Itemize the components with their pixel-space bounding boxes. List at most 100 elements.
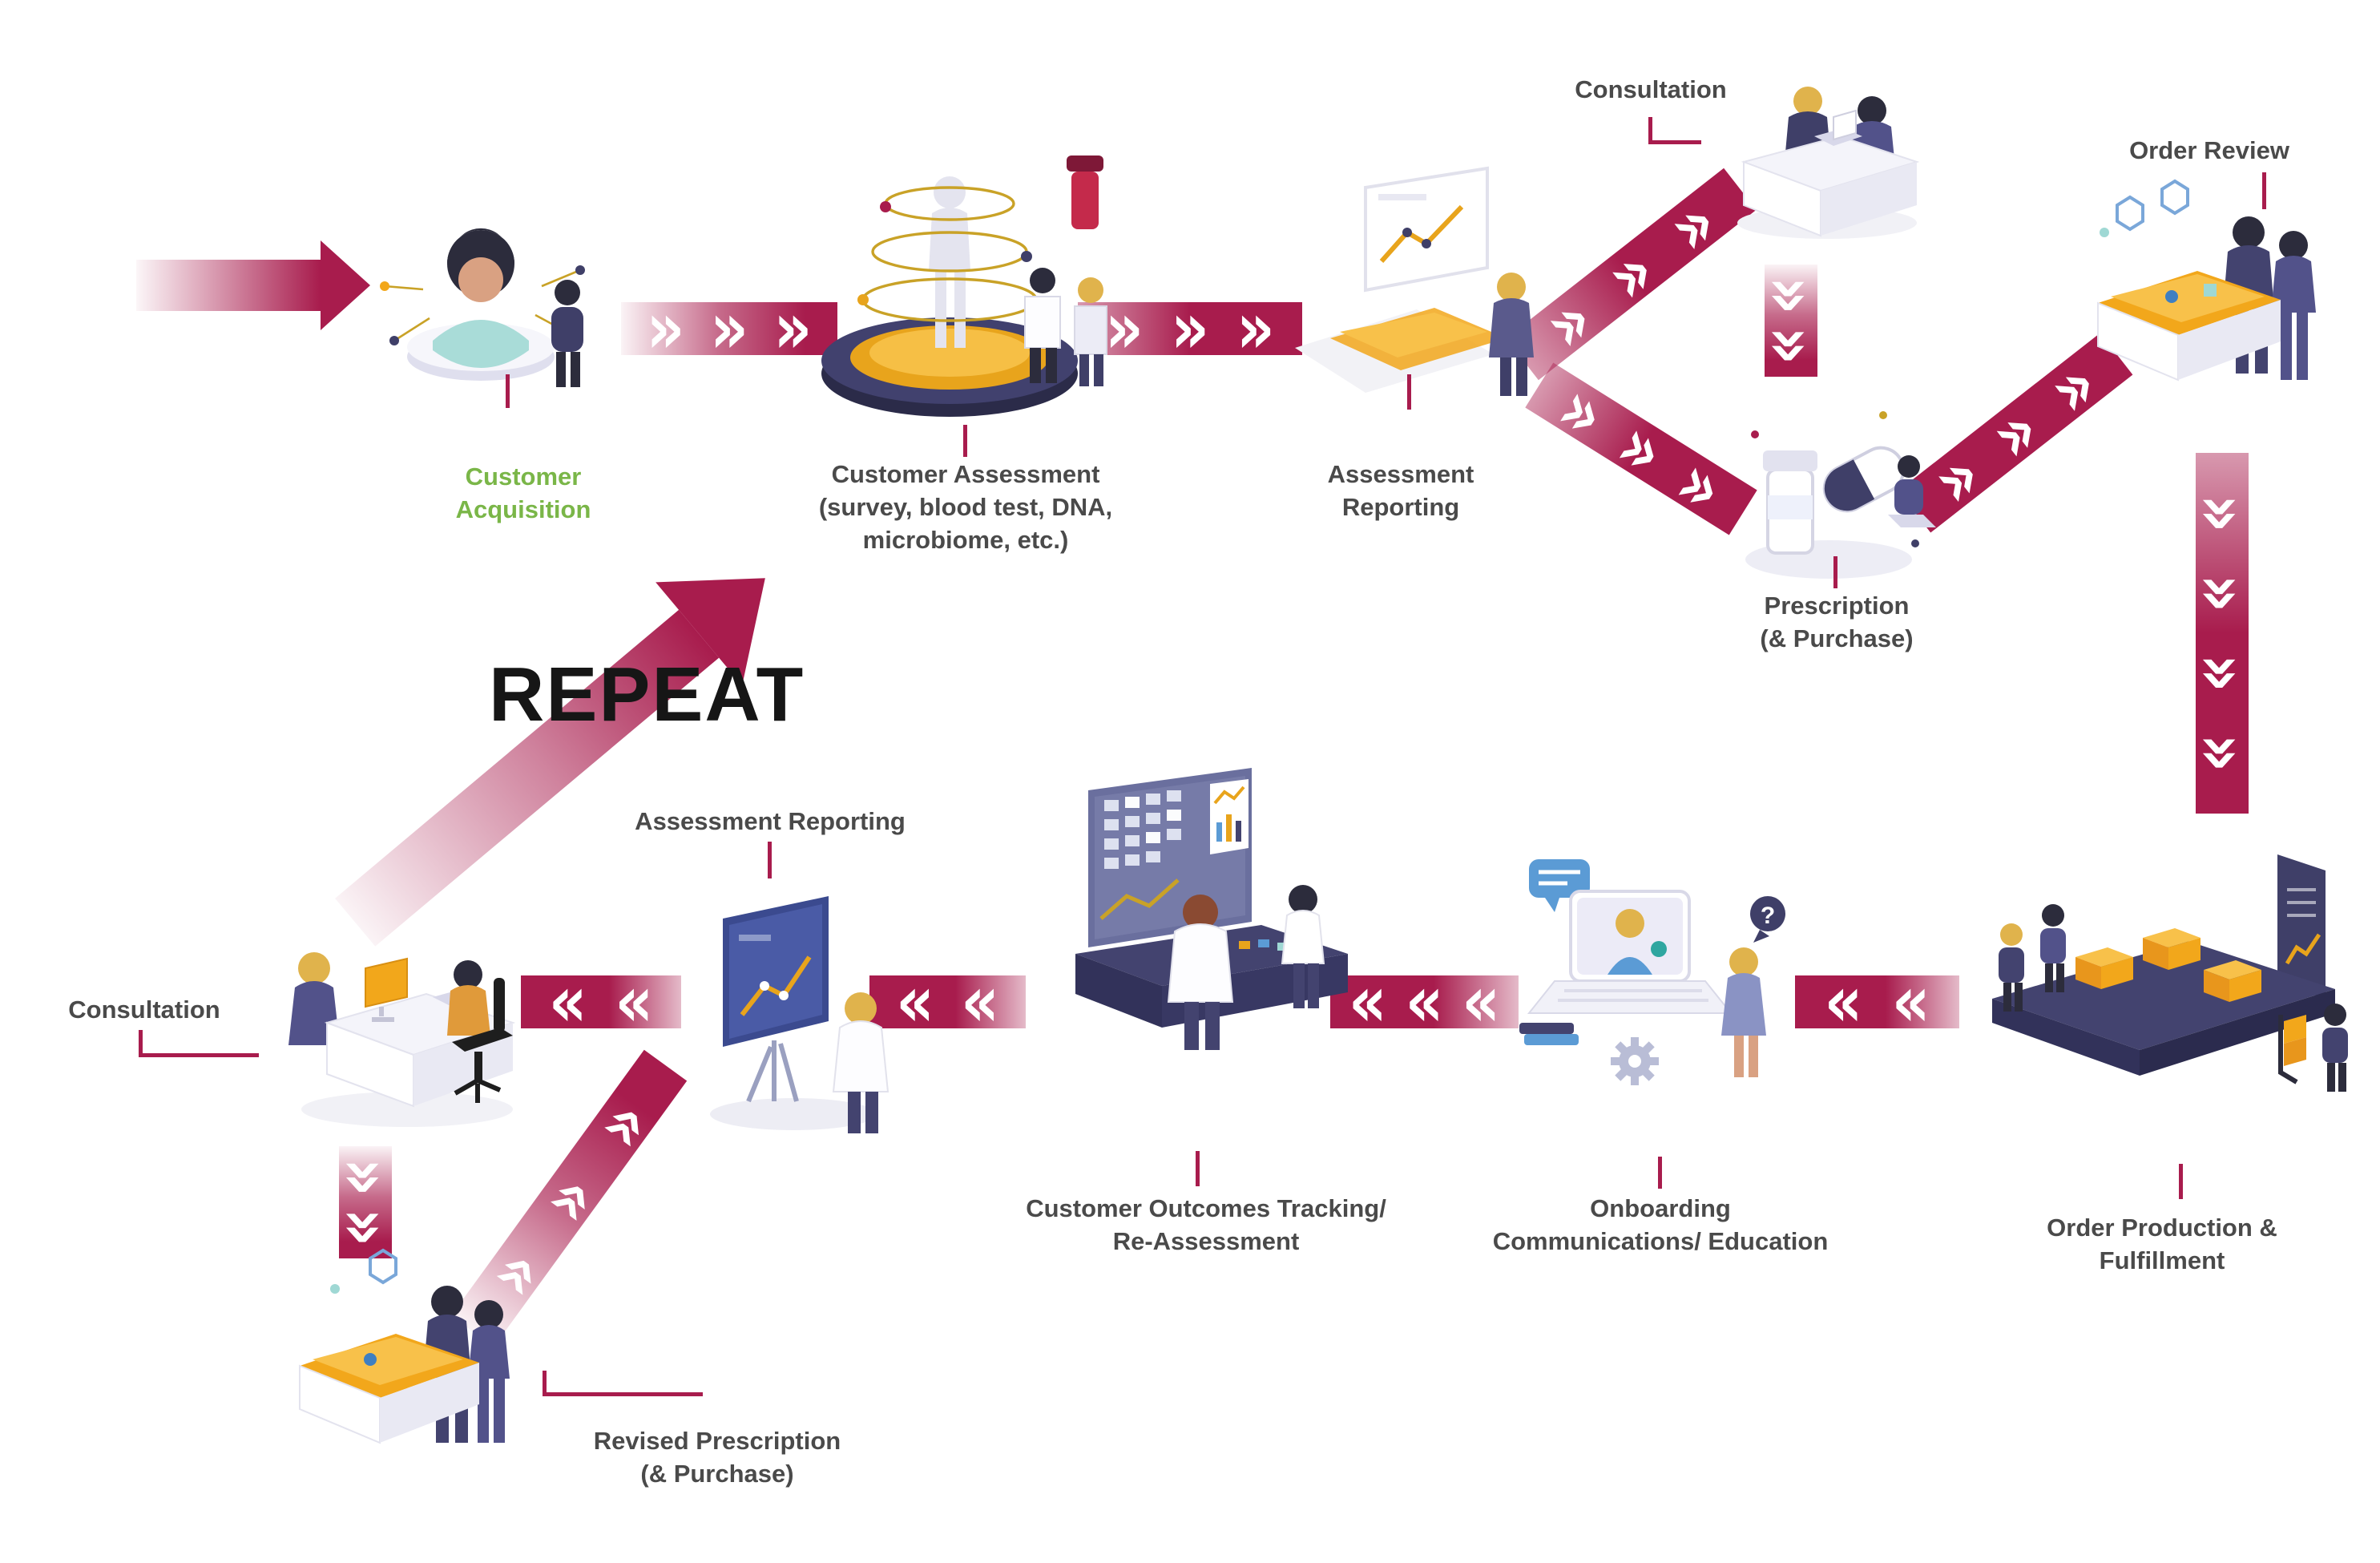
presenter-person — [1489, 273, 1534, 396]
pill-bottle-icon — [1763, 450, 1817, 555]
label-connector — [768, 842, 772, 878]
ribbon-assessment-to-reporting: »»» — [1078, 299, 1302, 358]
report-screen-icon — [1295, 166, 1534, 396]
production-line-icon — [1992, 854, 2348, 1092]
ribbon-reporting-to-consultation-bottom: «« — [521, 972, 681, 1032]
label-connector — [1196, 1151, 1200, 1186]
label-line: Revised Prescription — [593, 1427, 841, 1455]
label-connector — [1833, 556, 1837, 588]
small-person — [551, 280, 583, 387]
chevron-icon: » — [1590, 229, 1672, 319]
label-line: Assessment Reporting — [635, 807, 906, 835]
speech-bubble-icon — [1529, 859, 1590, 912]
label-line: Fulfillment — [2099, 1246, 2225, 1274]
onboarding-laptop-icon: ? — [1519, 859, 1785, 1085]
label-connector — [139, 1030, 259, 1057]
chevron-icon: » — [1543, 366, 1620, 458]
info-banner — [2277, 854, 2326, 999]
laptop-icon — [1527, 890, 1733, 1014]
monitor-icon — [365, 957, 408, 1022]
label-line: (survey, blood test, DNA, — [818, 492, 1113, 521]
worker-1 — [1999, 923, 2024, 1012]
label-line: Onboarding — [1590, 1194, 1731, 1222]
label-line: (& Purchase) — [1760, 624, 1914, 652]
ribbon-consultation-to-prescription: »» — [1749, 265, 1833, 377]
customer-acquisition-icon — [380, 228, 585, 387]
label-connector — [1648, 117, 1701, 144]
label-connector — [2262, 172, 2266, 209]
label-line: Communications/ Education — [1492, 1226, 1829, 1255]
order-production-label: Order Production & Fulfillment — [2047, 1212, 2277, 1278]
researcher-2 — [1074, 277, 1107, 386]
label-line: Acquisition — [455, 495, 591, 523]
conveyor-box-2 — [2143, 928, 2200, 970]
assessment-reporting-bottom-illustration — [681, 874, 922, 1138]
label-connector — [2179, 1164, 2183, 1199]
ribbon-production-to-onboarding: «« — [1795, 972, 1959, 1032]
worker-3-handtruck — [2278, 1004, 2348, 1092]
outcomes-tracking-label: Customer Outcomes Tracking/ Re-Assessmen… — [1026, 1193, 1386, 1258]
chevron-icon: » — [1652, 181, 1734, 270]
gear-icon — [1611, 1037, 1659, 1085]
label-line: Prescription — [1764, 592, 1910, 620]
chevron-icon: » — [524, 1158, 614, 1238]
office-chair-icon — [452, 978, 513, 1103]
console-buttons — [1239, 939, 1289, 951]
prescription-label: Prescription (& Purchase) — [1760, 590, 1913, 656]
outcomes-tracking-illustration — [1034, 745, 1370, 1106]
consultation-desk-icon — [288, 952, 516, 1127]
scanned-figure — [929, 176, 970, 348]
question-bubble-icon: ? — [1750, 896, 1785, 943]
person-face — [458, 257, 503, 302]
ribbon-acquisition-to-assessment: »»» — [621, 299, 837, 358]
label-connector — [506, 374, 510, 408]
label-line: Reporting — [1341, 492, 1460, 521]
board-stand — [746, 1040, 799, 1103]
customer-assessment-illustration — [789, 104, 1142, 441]
pharmacist-person — [1888, 455, 1936, 527]
assessment-reporting-top-label: Assessment Reporting — [1328, 458, 1474, 524]
ribbon-outcomes-to-reporting: «« — [869, 972, 1026, 1032]
consultation-bottom-illustration — [272, 898, 537, 1138]
mini-chart-panel — [1210, 779, 1248, 854]
chart-line — [740, 955, 812, 1016]
entry-arrow-band — [136, 260, 321, 311]
label-line: Consultation — [1575, 75, 1727, 103]
chevron-icon: » — [578, 1084, 668, 1165]
label-connector — [1407, 374, 1411, 410]
chart-board-icon — [710, 896, 889, 1133]
label-line: Consultation — [68, 996, 220, 1024]
label-connector — [1658, 1157, 1662, 1189]
consultation-top-label: Consultation — [1575, 74, 1726, 107]
revised-prescription-illustration — [280, 1234, 521, 1483]
entry-arrow — [136, 240, 370, 330]
conveyor-box-3 — [2204, 960, 2261, 1002]
chart-line — [1379, 204, 1464, 263]
repeat-text: REPEAT — [489, 652, 805, 737]
label-line: Re-Assessment — [1112, 1226, 1300, 1255]
entry-arrow-head — [321, 240, 370, 330]
worker-2 — [2040, 904, 2066, 992]
presenter-person — [832, 992, 889, 1133]
books-icon — [1519, 1023, 1579, 1045]
question-mark-glyph: ? — [1761, 903, 1775, 929]
consultation-desk-icon — [1737, 87, 1920, 239]
order-production-illustration — [1963, 810, 2372, 1130]
label-line: microbiome, etc.) — [862, 525, 1069, 554]
prescription-icon — [1745, 411, 1936, 579]
customer-assessment-label: Customer Assessment (survey, blood test,… — [819, 458, 1112, 557]
blood-vial-icon — [1067, 155, 1103, 229]
label-line: Customer Outcomes Tracking/ — [1026, 1194, 1386, 1222]
onboarding-label: Onboarding Communications/ Education — [1493, 1193, 1829, 1258]
chevron-icon: » — [1662, 440, 1739, 531]
researcher-1 — [1024, 268, 1061, 383]
ribbon-onboarding-to-outcomes: ««« — [1330, 972, 1519, 1032]
label-line: Customer — [465, 462, 582, 491]
assessment-reporting-top-illustration — [1282, 152, 1555, 409]
chevron-icon: » — [1603, 403, 1680, 495]
body-scanner-icon — [821, 155, 1107, 417]
trend-line — [1099, 878, 1180, 920]
onboarding-illustration: ? — [1507, 850, 1787, 1138]
revised-prescription-label: Revised Prescription (& Purchase) — [594, 1425, 841, 1491]
